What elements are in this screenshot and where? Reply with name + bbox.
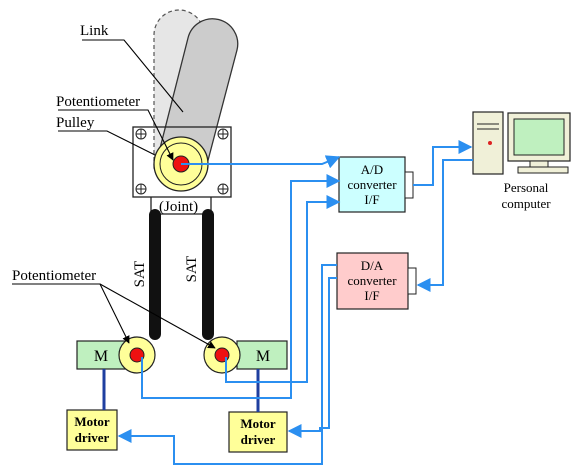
motor-left-body	[76, 340, 126, 370]
ad-converter-line3: I/F	[364, 192, 379, 207]
motor-left-pulley	[118, 336, 156, 374]
da-converter-line3: I/F	[364, 288, 379, 303]
sat-tendon-right	[202, 209, 214, 340]
motor-right-pulley	[203, 336, 241, 374]
screw-icon	[217, 128, 229, 140]
label-potentiometer-bottom: Potentiometer	[12, 268, 96, 284]
computer-label-line2: computer	[501, 196, 551, 211]
label-joint: (Joint)	[159, 199, 198, 215]
motor-right-body	[236, 340, 288, 370]
potentiometer-motor-left	[129, 347, 145, 363]
motor-driver-right-line2: driver	[241, 432, 276, 447]
motor-driver-right-line1: Motor	[240, 416, 276, 431]
label-sat-right: SAT	[184, 256, 200, 283]
label-potentiometer-top: Potentiometer	[56, 94, 140, 110]
computer-label-line1: Personal	[504, 180, 549, 195]
joint-bracket	[132, 126, 232, 215]
ad-converter	[338, 156, 414, 213]
screw-icon	[135, 128, 147, 140]
motor-driver-left-box	[66, 409, 118, 451]
ad-converter-line2: converter	[347, 177, 397, 192]
motor-driver-left-line2: driver	[75, 430, 110, 445]
sat-tendon-left	[149, 209, 161, 340]
label-motor-left: M	[94, 348, 108, 365]
label-link: Link	[80, 23, 109, 39]
ad-converter-line1: A/D	[361, 162, 383, 177]
screw-icon	[217, 183, 229, 195]
screw-icon	[135, 183, 147, 195]
da-converter-line2: converter	[347, 273, 397, 288]
label-motor-right: M	[256, 348, 270, 365]
da-converter-line1: D/A	[361, 258, 384, 273]
label-pulley: Pulley	[56, 115, 95, 131]
link-arm	[154, 18, 239, 169]
computer-icon	[472, 111, 571, 175]
motor-driver-left-line1: Motor	[74, 414, 110, 429]
label-sat-left: SAT	[132, 261, 148, 288]
da-converter	[336, 252, 417, 310]
